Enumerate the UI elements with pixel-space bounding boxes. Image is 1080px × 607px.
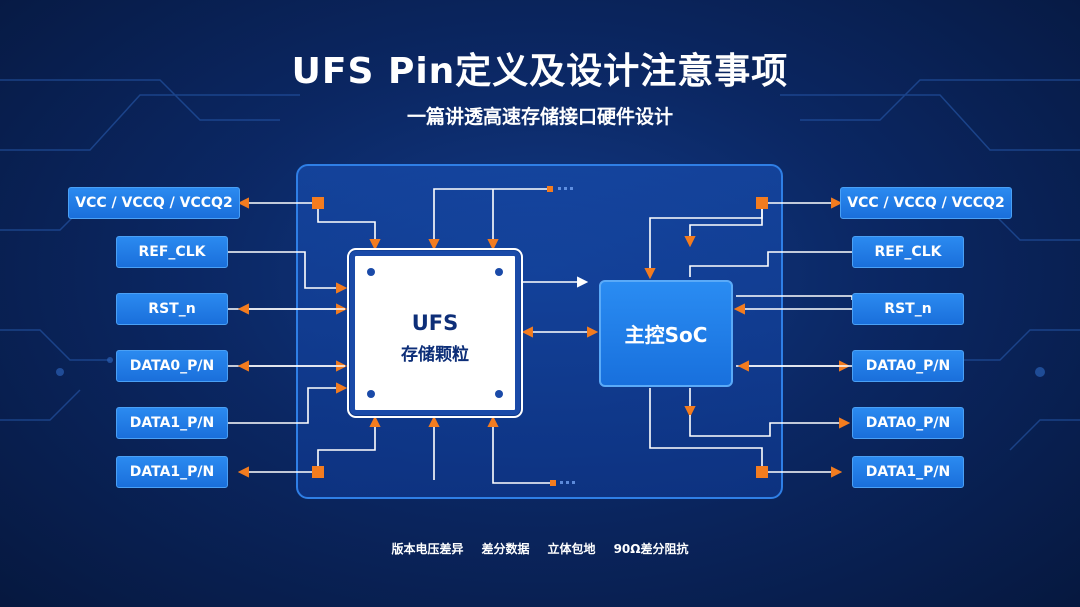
chip-corner-dot (367, 268, 375, 276)
footer-item: 差分数据 (481, 542, 530, 556)
chip-corner-dot (495, 390, 503, 398)
left-pin-data1: DATA1_P/N (116, 407, 228, 439)
right-pin-data0: DATA0_P/N (852, 350, 964, 382)
footer-keywords: 版本电压差异 差分数据 立体包地 90Ω差分阻抗 (0, 540, 1080, 557)
footer-item: 立体包地 (547, 542, 596, 556)
chip-corner-dot (367, 390, 375, 398)
chip-corner-dot (495, 268, 503, 276)
soc-label: 主控SoC (624, 323, 708, 347)
right-pin-data1: DATA1_P/N (852, 456, 964, 488)
page-subtitle: 一篇讲透高速存储接口硬件设计 (406, 106, 673, 128)
left-pin-data1-b: DATA1_P/N (116, 456, 228, 488)
left-pin-rst-n: RST_n (116, 293, 228, 325)
right-pin-ref-clk: REF_CLK (852, 236, 964, 268)
right-pin-rst-n: RST_n (852, 293, 964, 325)
right-pin-vcc: VCC / VCCQ / VCCQ2 (840, 187, 1012, 219)
left-pin-ref-clk: REF_CLK (116, 236, 228, 268)
soc-block: 主控SoC (599, 280, 733, 387)
right-pin-data0-b: DATA0_P/N (852, 407, 964, 439)
ufs-chip-subtitle: 存储颗粒 (401, 345, 469, 365)
left-pin-vcc: VCC / VCCQ / VCCQ2 (68, 187, 240, 219)
page-title: UFS Pin定义及设计注意事项 (291, 51, 789, 92)
ufs-chip-title: UFS (411, 311, 459, 335)
footer-item: 版本电压差异 (391, 542, 464, 556)
ufs-chip: UFS 存储颗粒 (347, 248, 523, 418)
footer-item: 90Ω差分阻抗 (613, 542, 689, 556)
left-pin-data0: DATA0_P/N (116, 350, 228, 382)
